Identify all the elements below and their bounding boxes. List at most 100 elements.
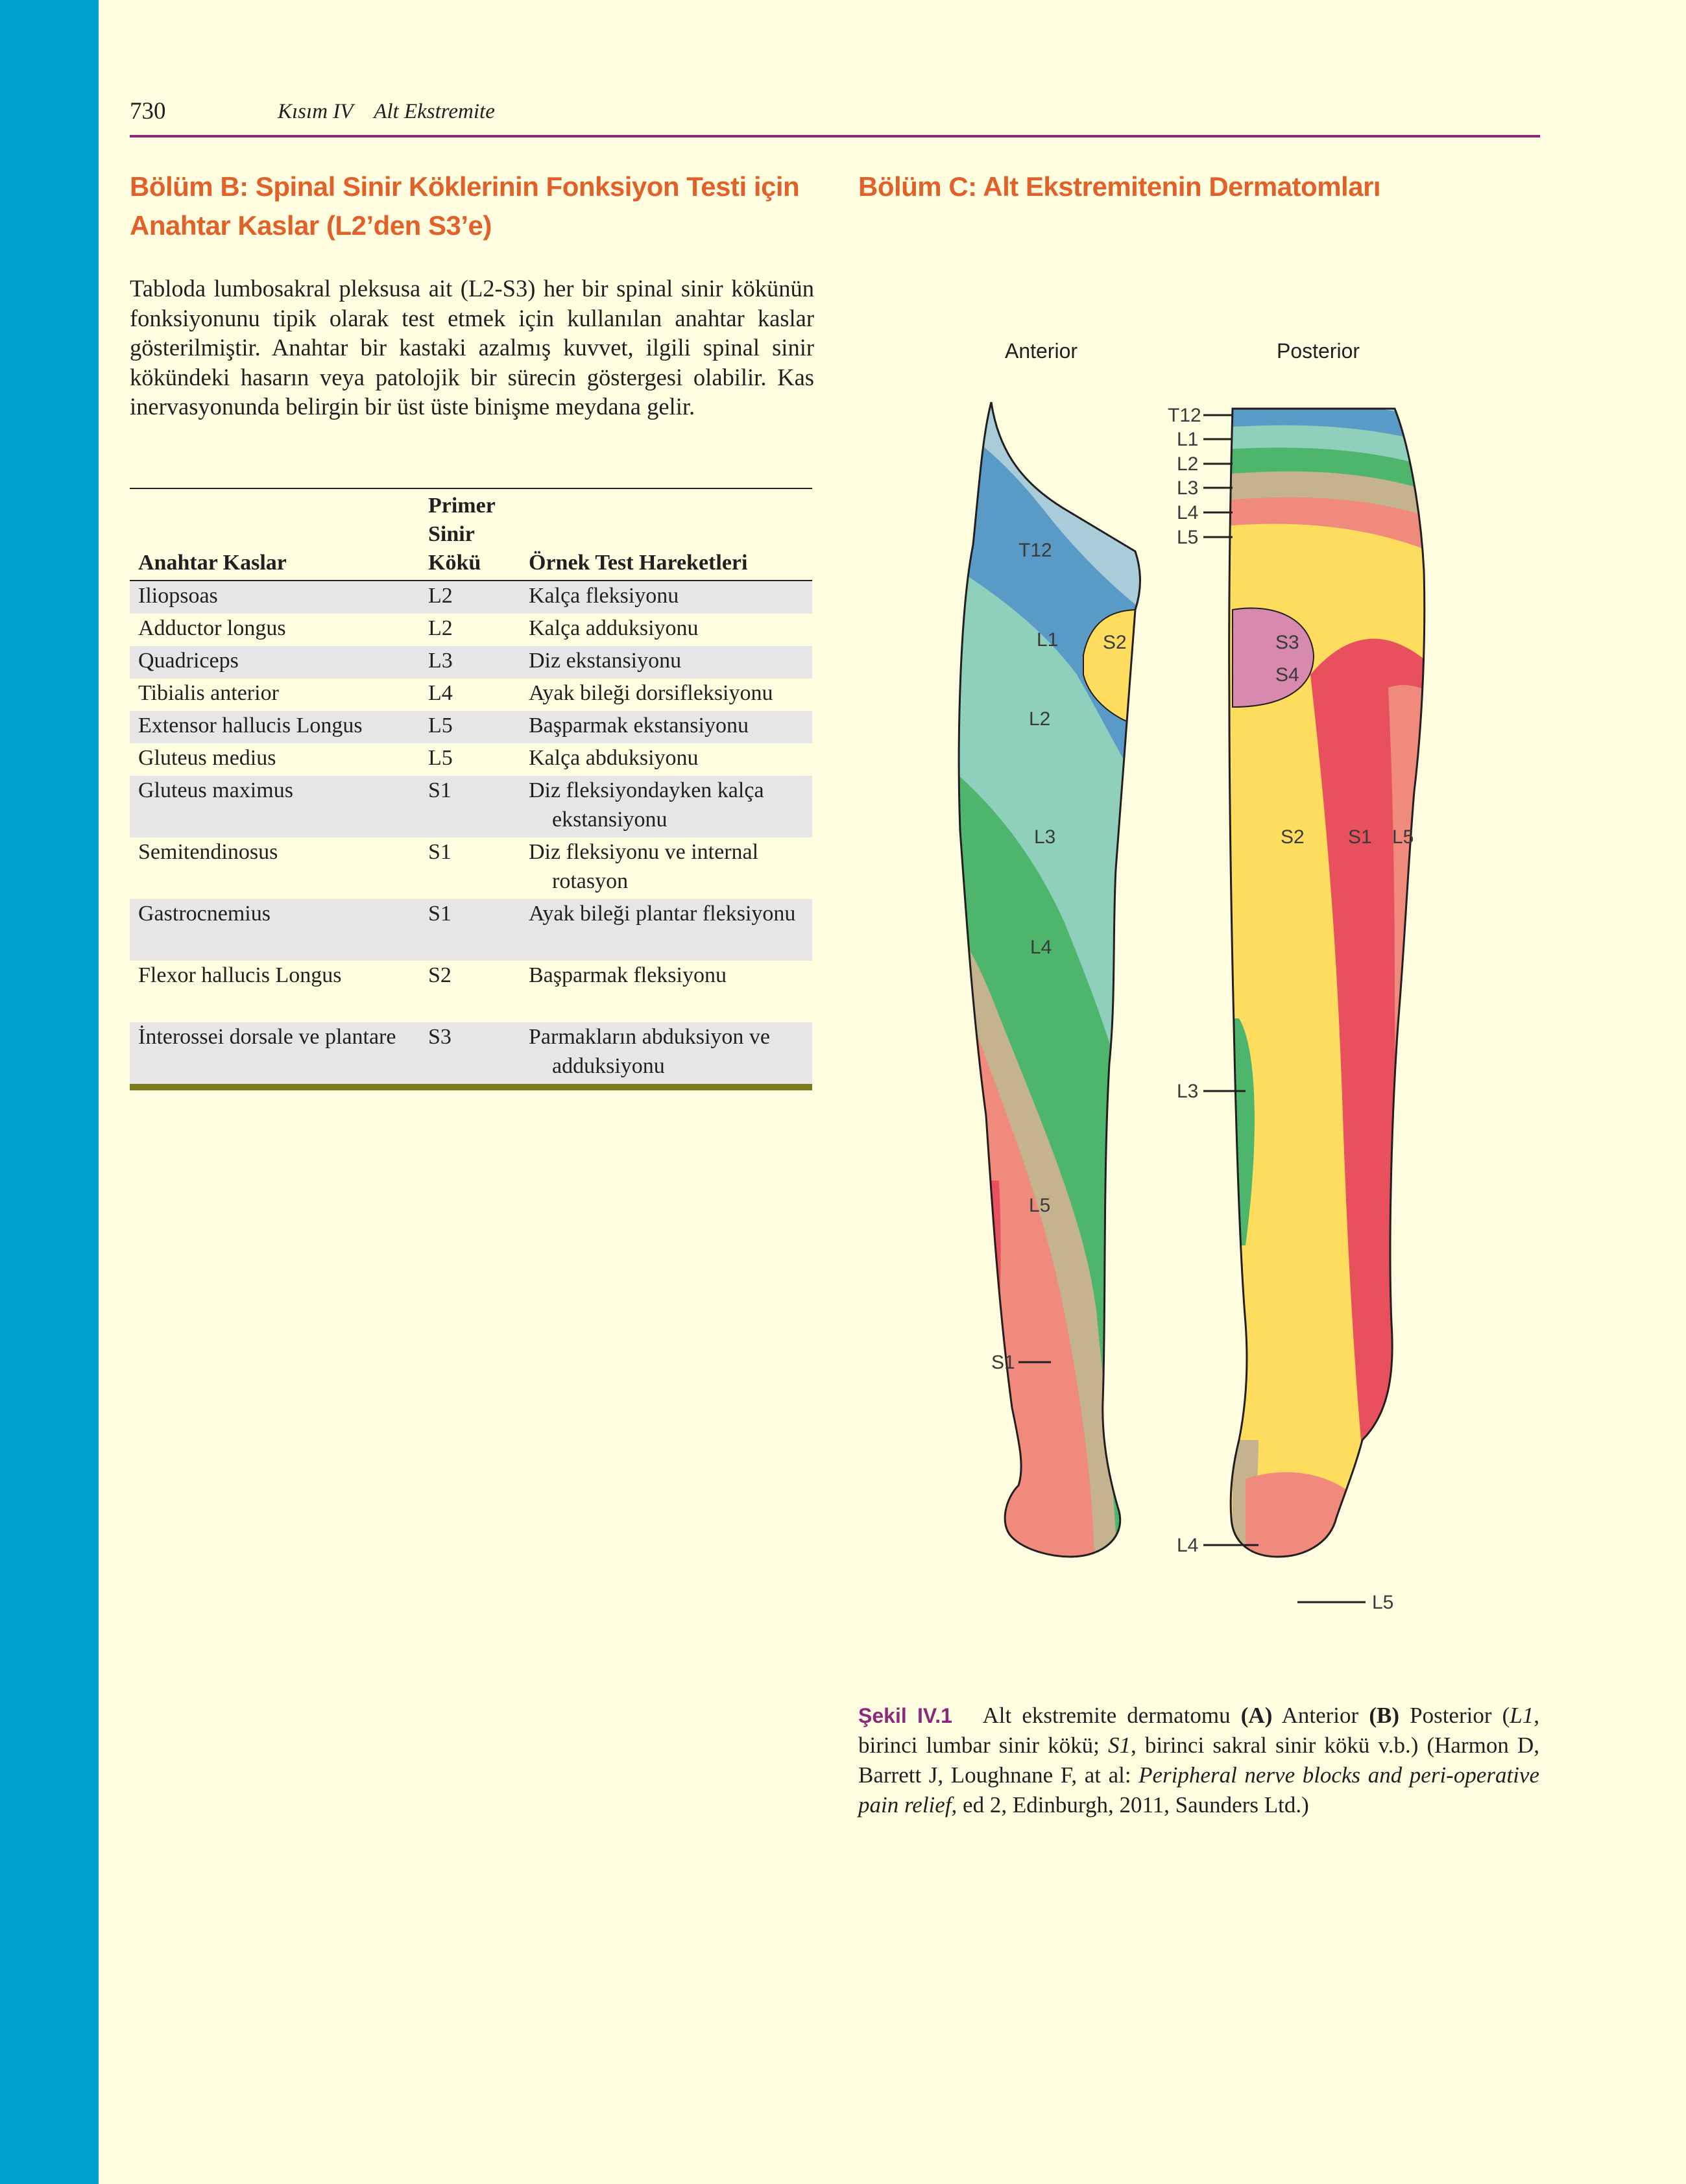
table-header-rule xyxy=(130,580,812,581)
test-cell: Ayak bileği plantar fleksiyonu xyxy=(529,902,796,926)
anterior-leg-outline xyxy=(957,402,1141,1558)
caption-s1: S1 xyxy=(1107,1733,1131,1758)
caption-text-2c: , birinci sakral sinir kökü v.b.) (Harmo… xyxy=(858,1733,1539,1788)
posterior-leg-outline xyxy=(1228,407,1426,1558)
table-row: Iliopsoas L2 Kalça fleksiyonu xyxy=(130,581,812,614)
figure-caption: Şekil IV.1 Alt ekstremite dermatomu (A) … xyxy=(858,1701,1539,1820)
test-cell: Başparmak fleksiyonu xyxy=(529,963,727,987)
table-top-rule xyxy=(130,488,812,489)
root-cell: L5 xyxy=(428,746,453,770)
post-label-l2: L2 xyxy=(1177,453,1198,475)
table-row: Gluteus medius L5 Kalça abduksiyonu xyxy=(130,743,812,776)
table-row: İnterossei dorsale ve plantare S3 Parmakla… xyxy=(130,1022,812,1084)
dermatome-s1-anterior xyxy=(959,1181,1001,1557)
section-b-title: Bölüm B: Spinal Sinir Köklerinin Fonksiy… xyxy=(130,171,800,241)
post-label-l4-lower: L4 xyxy=(1177,1535,1198,1556)
dermatome-drawing: Anterior Posterior xyxy=(957,339,1426,1613)
post-label-s1: S1 xyxy=(1348,826,1372,848)
root-cell: S1 xyxy=(428,778,452,802)
caption-a: (A) xyxy=(1240,1703,1273,1728)
table-bottom-rule xyxy=(130,1084,812,1090)
table-row: Semitendinosus S1 Diz fleksiyonu ve intern… xyxy=(130,837,812,899)
caption-text-2a: ( xyxy=(1502,1703,1510,1728)
root-cell: L3 xyxy=(428,649,453,673)
page-number: 730 xyxy=(130,98,166,125)
test-cell: Kalça fleksiyonu xyxy=(529,584,679,608)
post-label-l4: L4 xyxy=(1177,502,1198,523)
table-header: Anahtar Kaslar Primer Sinir Kökü Örnek T… xyxy=(130,489,812,580)
caption-text-1: Alt ekstremite dermatomu xyxy=(982,1703,1231,1728)
post-label-t12: T12 xyxy=(1168,405,1201,426)
test-cell: Parmakların abduksiyon ve adduksiyonu xyxy=(529,1025,771,1078)
post-label-l3: L3 xyxy=(1177,477,1198,499)
dermatome-s3-s4 xyxy=(1232,607,1315,708)
ant-label-l5: L5 xyxy=(1029,1195,1050,1216)
test-cell: Kalça abduksiyonu xyxy=(529,746,699,770)
test-cell: Ayak bileği dorsifleksiyonu xyxy=(529,681,773,705)
root-cell: L2 xyxy=(428,616,453,640)
header-muscles: Anahtar Kaslar xyxy=(138,551,287,575)
table-row: Gluteus maximus S1 Diz fleksiyondayken kal… xyxy=(130,776,812,837)
test-cell: Diz fleksiyondayken kalça ekstansiyonu xyxy=(529,778,764,832)
post-label-s3: S3 xyxy=(1275,632,1299,653)
ant-label-s1: S1 xyxy=(991,1352,1015,1373)
root-cell: L5 xyxy=(428,714,453,738)
posterior-leg xyxy=(1229,409,1425,1557)
muscle-cell: Semitendinosus xyxy=(138,840,278,864)
color-sidebar xyxy=(0,0,99,2184)
table-row: Adductor longus L2 Kalça adduksiyonu xyxy=(130,614,812,646)
caption-posterior: Posterior xyxy=(1410,1703,1492,1728)
post-label-l1: L1 xyxy=(1177,429,1198,450)
test-cell: Kalça adduksiyonu xyxy=(529,616,699,640)
key-muscles-table: Anahtar Kaslar Primer Sinir Kökü Örnek T… xyxy=(130,488,812,1090)
root-cell: L4 xyxy=(428,681,453,705)
dermatome-figure: Anterior Posterior xyxy=(895,337,1492,1686)
test-cell: Başparmak ekstansiyonu xyxy=(529,714,749,738)
root-cell: S3 xyxy=(428,1025,452,1049)
muscle-cell: Quadriceps xyxy=(138,649,239,673)
ant-label-l3: L3 xyxy=(1034,826,1055,848)
section-c-title: Bölüm C: Alt Ekstremitenin Dermatomları xyxy=(858,171,1381,202)
caption-text-3: ed 2, Edinburgh, 2011, Saunders Ltd.) xyxy=(957,1792,1309,1818)
page-header: 730 Kısım IV Alt Ekstremite xyxy=(130,97,1537,136)
ant-label-l2: L2 xyxy=(1029,708,1050,730)
posterior-side-labels: T12 L1 L2 L3 L4 L5 L3 L4 L5 xyxy=(1168,405,1393,1613)
post-label-l5: L5 xyxy=(1177,527,1198,548)
dermatome-s2-anterior xyxy=(1083,608,1140,728)
header-root: Primer Sinir Kökü xyxy=(428,494,496,575)
caption-b: (B) xyxy=(1369,1703,1399,1728)
post-label-s2: S2 xyxy=(1281,826,1305,848)
anterior-labels: T12 L1 S2 L2 L3 L4 L5 S1 xyxy=(991,540,1127,1373)
root-cell: L2 xyxy=(428,584,453,608)
muscle-cell: Gluteus medius xyxy=(138,746,276,770)
post-label-l5-inner: L5 xyxy=(1392,826,1414,848)
caption-anterior: Anterior xyxy=(1281,1703,1359,1728)
header-tests: Örnek Test Hareketleri xyxy=(529,551,748,575)
anterior-heading: Anterior xyxy=(1005,339,1078,363)
muscle-cell: Iliopsoas xyxy=(138,584,218,608)
table-row: Tibialis anterior L4 Ayak bileği dorsiflek… xyxy=(130,678,812,711)
caption-source-title: Peripheral nerve blocks and peri-operati… xyxy=(858,1762,1539,1818)
test-cell: Diz fleksiyonu ve internal rotasyon xyxy=(529,840,759,893)
muscle-cell: Gluteus maximus xyxy=(138,778,293,802)
muscle-cell: Adductor longus xyxy=(138,616,286,640)
root-cell: S1 xyxy=(428,840,452,864)
posterior-inner-labels: S3 S4 S2 S1 L5 xyxy=(1275,632,1414,848)
caption-text-2b: , birinci lumbar sinir kökü; xyxy=(858,1703,1540,1758)
ant-label-s2: S2 xyxy=(1103,632,1127,653)
muscle-cell: Tibialis anterior xyxy=(138,681,279,705)
post-label-s4: S4 xyxy=(1275,664,1299,686)
post-label-l3-lower: L3 xyxy=(1177,1081,1198,1102)
post-label-l5-lower: L5 xyxy=(1372,1592,1393,1613)
muscle-cell: İnterossei dorsale ve plantare xyxy=(138,1025,396,1049)
running-title: Kısım IV Alt Ekstremite xyxy=(278,100,495,123)
table-row: Extensor hallucis Longus L5 Başparmak ekst… xyxy=(130,711,812,743)
muscle-cell: Extensor hallucis Longus xyxy=(138,714,363,738)
caption-l1: L1 xyxy=(1510,1703,1534,1728)
header-rule xyxy=(130,135,1540,138)
muscle-cell: Gastrocnemius xyxy=(138,902,271,926)
muscle-cell: Flexor hallucis Longus xyxy=(138,963,342,987)
